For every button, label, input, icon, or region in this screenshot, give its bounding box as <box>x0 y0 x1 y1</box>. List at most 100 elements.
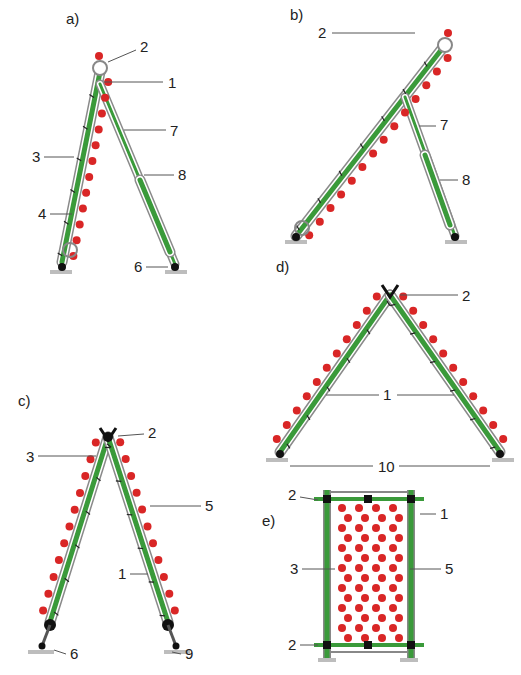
panel-label: b) <box>290 6 303 23</box>
callout-number: 5 <box>205 497 213 514</box>
tick <box>77 158 82 161</box>
callout-number: 1 <box>383 386 391 403</box>
bead <box>355 564 363 572</box>
strut-tube <box>425 155 450 225</box>
bead <box>171 607 179 615</box>
bead <box>355 584 363 592</box>
bead <box>372 624 380 632</box>
bead <box>338 604 346 612</box>
bead <box>412 95 420 103</box>
bead <box>372 564 380 572</box>
bead <box>372 524 380 532</box>
bead <box>389 544 397 552</box>
bead <box>293 407 301 415</box>
ladder-pole <box>62 72 100 262</box>
bead <box>344 534 352 542</box>
bead <box>88 157 96 165</box>
bead <box>60 539 68 547</box>
callout-number: 8 <box>178 166 186 183</box>
bead <box>369 150 377 158</box>
callout-number: 3 <box>290 560 298 577</box>
bead <box>419 321 427 329</box>
bead <box>395 634 403 642</box>
tick <box>490 447 495 448</box>
bead <box>327 204 335 212</box>
callout-number: 2 <box>148 424 156 441</box>
bead <box>316 218 324 226</box>
bead <box>401 109 409 117</box>
ladder-pole <box>390 295 500 452</box>
bead <box>133 489 141 497</box>
beads <box>39 29 507 642</box>
tick <box>107 444 111 447</box>
bead <box>348 177 356 185</box>
bead <box>344 554 352 562</box>
bead <box>355 544 363 552</box>
tick <box>58 253 63 256</box>
strut-tube <box>140 180 170 252</box>
bead <box>92 438 100 446</box>
strut-pole <box>100 84 175 264</box>
bead <box>422 81 430 89</box>
bead <box>337 190 345 198</box>
strut-pole <box>405 97 455 236</box>
bead <box>395 534 403 542</box>
bead <box>390 122 398 130</box>
bead <box>361 614 369 622</box>
tick <box>127 514 132 516</box>
callout-number: 9 <box>185 645 193 662</box>
bead <box>323 364 331 372</box>
bead <box>343 335 351 343</box>
strut-pole <box>405 97 455 236</box>
bead <box>361 634 369 642</box>
ladder-pole <box>62 72 100 262</box>
bead <box>333 350 341 358</box>
details <box>39 38 505 658</box>
callout-number: 3 <box>26 448 34 465</box>
tick <box>367 330 370 335</box>
tick <box>297 226 300 231</box>
bead <box>395 574 403 582</box>
tick <box>89 95 94 98</box>
bead <box>378 634 386 642</box>
ladder-pole <box>390 295 500 452</box>
callout-number: 1 <box>440 505 448 522</box>
bead <box>95 52 103 60</box>
bead <box>395 514 403 522</box>
tick <box>287 444 290 449</box>
bead <box>122 455 130 463</box>
bead <box>338 564 346 572</box>
ladder-pole <box>280 295 390 452</box>
bead <box>149 539 157 547</box>
tick <box>65 578 69 581</box>
callout-number: 7 <box>440 116 448 133</box>
ladder-pole <box>280 295 390 452</box>
tick <box>403 89 406 94</box>
bead <box>444 29 452 37</box>
tick <box>116 480 121 482</box>
tick <box>387 301 390 306</box>
callout-number: 1 <box>118 565 126 582</box>
callout-number: 3 <box>32 148 40 165</box>
ground-plates <box>28 240 514 662</box>
tick <box>360 144 363 149</box>
tick <box>430 361 435 362</box>
bead <box>395 594 403 602</box>
bead <box>55 556 63 564</box>
tick <box>160 615 165 617</box>
ladder-pole <box>62 72 100 262</box>
bead <box>273 435 281 443</box>
bead <box>344 614 352 622</box>
bead <box>372 604 380 612</box>
tick <box>390 304 395 305</box>
bead <box>355 624 363 632</box>
bead <box>361 574 369 582</box>
bead <box>101 94 109 102</box>
bead <box>378 574 386 582</box>
bead <box>165 590 173 598</box>
bead <box>389 584 397 592</box>
bead <box>95 125 103 133</box>
ladder-pole <box>108 437 168 622</box>
bead <box>76 489 84 497</box>
